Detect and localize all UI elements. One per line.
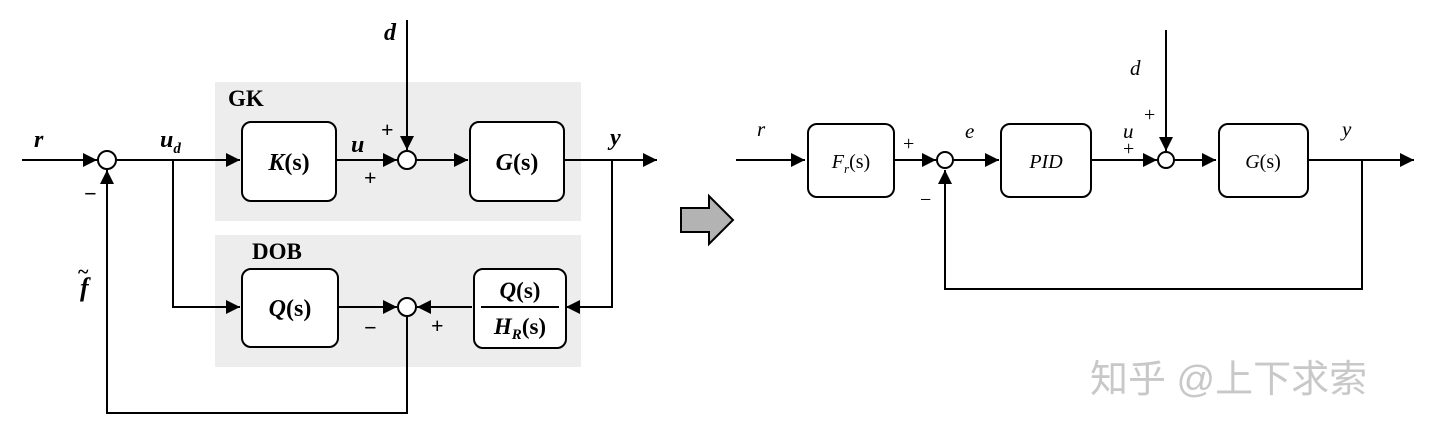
e-label: e — [965, 119, 974, 143]
ud-label: ud — [160, 127, 181, 157]
g-block-right-label: G(s) — [1245, 151, 1281, 173]
disturbance-summing-junction — [397, 150, 417, 170]
tilde-mark: ~ — [78, 261, 89, 283]
gk-group-label: GK — [228, 86, 264, 111]
q-minus-sign: − — [364, 315, 377, 340]
g-block-left-label: G(s) — [496, 150, 539, 176]
fb-minus-sign-right: − — [920, 189, 931, 211]
q-block-label: Q(s) — [269, 296, 312, 322]
fb-minus-sign-left: − — [84, 181, 97, 206]
r-label-right: r — [757, 117, 766, 141]
right-diagram: Fr(s) PID G(s) r e u d y + − + + — [736, 30, 1414, 290]
pid-block-label: PID — [1028, 151, 1063, 173]
input-summing-junction — [97, 150, 117, 170]
y-to-qhr-wire — [566, 160, 613, 314]
y-label-right: y — [1340, 117, 1352, 141]
u-plus-sign-left: + — [364, 165, 377, 190]
d-plus-sign-left: + — [381, 117, 394, 142]
right-arrow-icon — [680, 193, 735, 247]
g-block-right — [1218, 123, 1309, 198]
u-label-right: u — [1123, 119, 1134, 143]
pid-block — [1000, 123, 1092, 198]
dob-summing-junction — [397, 297, 417, 317]
qhr-denominator: HR(s) — [493, 314, 546, 343]
d-plus-sign-right: + — [1144, 104, 1155, 126]
d-label-left: d — [384, 20, 397, 46]
g-block-left — [469, 121, 565, 202]
fr-block — [807, 123, 895, 198]
ud-to-q-wire — [172, 160, 240, 314]
u-label-left: u — [351, 132, 364, 158]
fr-plus-sign: + — [903, 133, 914, 155]
k-block — [241, 121, 337, 202]
dob-group-label: DOB — [252, 239, 302, 264]
watermark-text: 知乎 @上下求索 — [1090, 359, 1367, 401]
qhr-numerator: Q(s) — [500, 278, 541, 303]
r-label-left: r — [34, 127, 44, 153]
fr-block-label: Fr(s) — [831, 151, 870, 176]
left-diagram: K(s) G(s) Q(s) Q(s) HR(s) GK DOB r ud u … — [22, 20, 657, 414]
feedback-wire-right — [938, 160, 1363, 290]
d-label-right: d — [1130, 56, 1141, 80]
y-label-left: y — [607, 125, 621, 151]
q-block — [241, 268, 339, 348]
f-tilde-label: f — [80, 273, 91, 302]
q-over-hr-block — [473, 268, 567, 349]
u-plus-sign-right: + — [1123, 138, 1134, 160]
qhr-plus-sign: + — [431, 313, 444, 338]
error-summing-junction — [936, 151, 954, 169]
k-block-label: K(s) — [267, 150, 309, 176]
f-feedback-wire — [100, 170, 408, 414]
disturbance-summing-junction-right — [1157, 151, 1175, 169]
